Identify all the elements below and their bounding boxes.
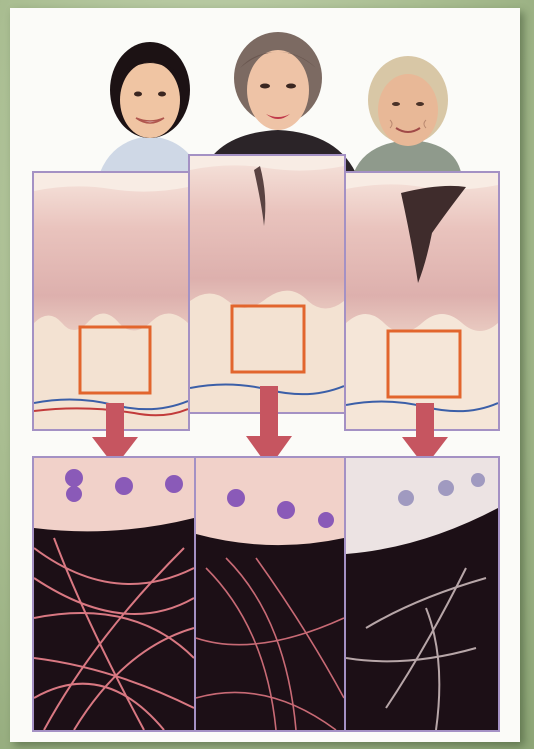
illustration-card	[10, 8, 520, 742]
collagen-detail-middle-aged	[194, 456, 346, 732]
face-young	[98, 42, 202, 178]
skin-cross-section-middle-aged	[188, 154, 346, 414]
face-elderly	[352, 56, 462, 178]
collagen-detail-young	[32, 456, 196, 732]
skin-cross-section-young	[32, 171, 190, 431]
skin-cross-section-elderly	[344, 171, 500, 431]
collagen-detail-elderly	[344, 456, 500, 732]
